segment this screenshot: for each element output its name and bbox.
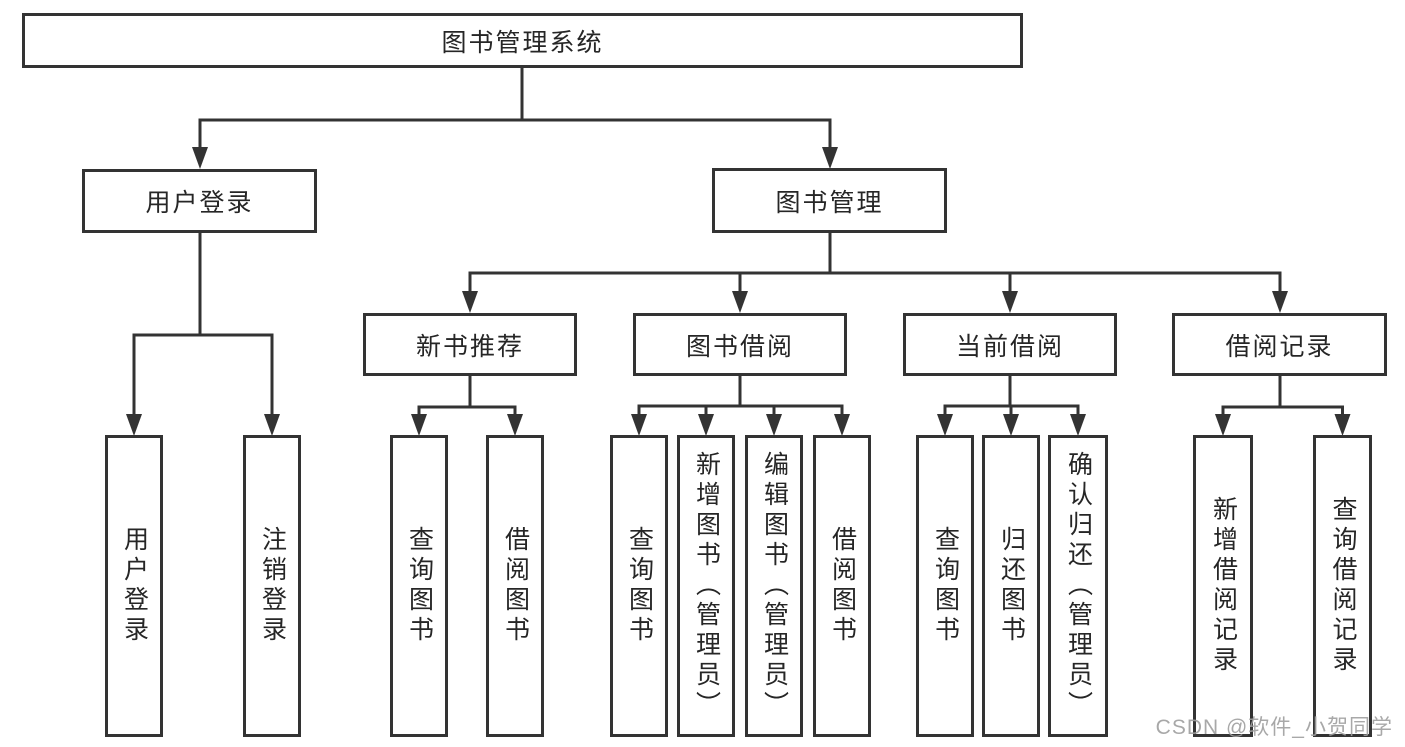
node-book-borrowing: 图书借阅: [633, 313, 847, 376]
leaf-borrow-books-2-label: 借阅图书: [828, 526, 857, 646]
node-new-book-recommend-label: 新书推荐: [415, 332, 524, 361]
leaf-query-books-3-label: 查询图书: [931, 526, 960, 646]
leaf-borrow-books-2: 借阅图书: [813, 435, 871, 737]
leaf-logout: 注销登录: [243, 435, 301, 737]
node-borrowing-records-label: 借阅记录: [1225, 332, 1334, 361]
leaf-add-books-admin: 新增图书（管理员）: [677, 435, 735, 737]
leaf-add-borrow-record: 新增借阅记录: [1193, 435, 1253, 737]
node-current-borrowing: 当前借阅: [903, 313, 1117, 376]
leaf-query-books-3: 查询图书: [916, 435, 974, 737]
csdn-watermark: CSDN @软件_小贺同学: [1155, 716, 1393, 739]
leaf-edit-books-admin-label: 编辑图书（管理员）: [760, 451, 789, 721]
leaf-add-borrow-record-label: 新增借阅记录: [1209, 496, 1238, 676]
leaf-add-books-admin-label: 新增图书（管理员）: [692, 451, 721, 721]
node-root-label: 图书管理系统: [441, 28, 604, 57]
node-user-login: 用户登录: [82, 169, 317, 233]
leaf-edit-books-admin: 编辑图书（管理员）: [745, 435, 803, 737]
leaf-query-books-2: 查询图书: [610, 435, 668, 737]
leaf-logout-label: 注销登录: [258, 526, 287, 646]
leaf-query-borrow-record-label: 查询借阅记录: [1329, 496, 1357, 676]
node-book-management: 图书管理: [712, 168, 947, 233]
leaf-borrow-books-1: 借阅图书: [486, 435, 544, 737]
node-book-borrowing-label: 图书借阅: [685, 332, 794, 361]
node-borrowing-records: 借阅记录: [1172, 313, 1387, 376]
leaf-return-books-label: 归还图书: [997, 526, 1026, 646]
node-user-login-label: 用户登录: [145, 189, 254, 217]
leaf-user-login: 用户登录: [105, 435, 163, 737]
node-library-management-system: 图书管理系统: [22, 13, 1023, 68]
leaf-user-login-label: 用户登录: [120, 526, 149, 646]
leaf-query-books-1: 查询图书: [390, 435, 448, 737]
leaf-return-books: 归还图书: [982, 435, 1040, 737]
leaf-query-books-2-label: 查询图书: [625, 526, 654, 646]
leaf-query-borrow-record: 查询借阅记录: [1313, 435, 1372, 737]
node-new-book-recommend: 新书推荐: [363, 313, 577, 376]
leaf-borrow-books-1-label: 借阅图书: [501, 526, 530, 646]
node-current-borrowing-label: 当前借阅: [955, 332, 1064, 361]
leaf-confirm-return-admin: 确认归还（管理员）: [1048, 435, 1108, 737]
node-book-management-label: 图书管理: [775, 188, 884, 217]
leaf-query-books-1-label: 查询图书: [405, 526, 434, 646]
leaf-confirm-return-admin-label: 确认归还（管理员）: [1064, 451, 1093, 721]
